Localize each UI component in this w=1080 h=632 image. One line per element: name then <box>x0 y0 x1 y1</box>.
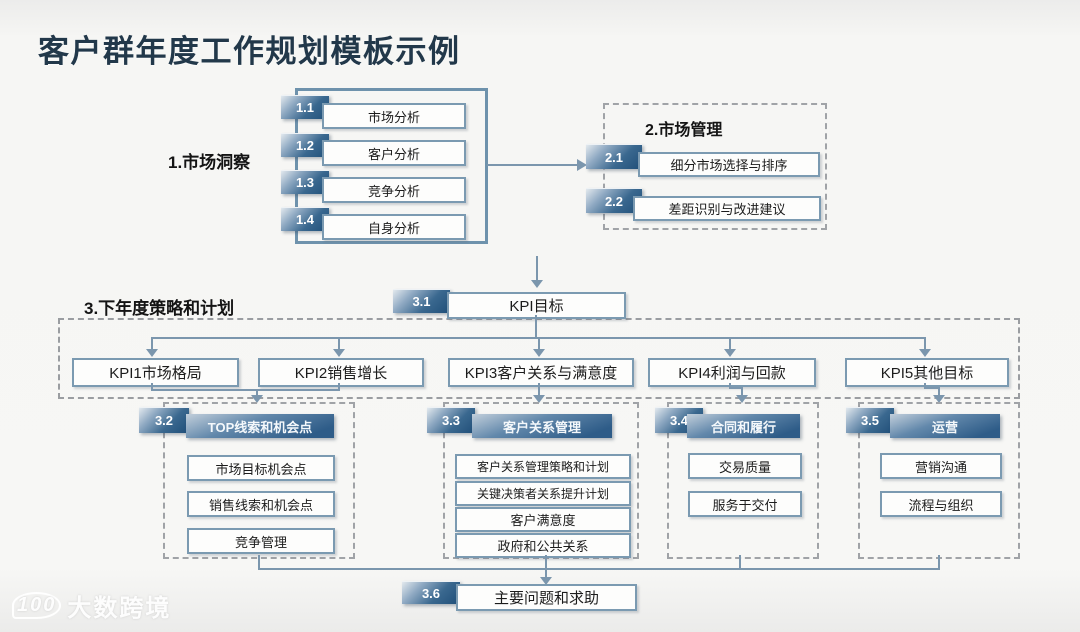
subsection-3-4-frame <box>667 402 819 559</box>
arrow-right-icon <box>577 159 587 171</box>
header-contract-fulfillment: 合同和履行 <box>687 414 800 438</box>
node-gap-identification: 差距识别与改进建议 <box>633 196 821 221</box>
connector <box>151 389 340 391</box>
connector <box>739 555 741 570</box>
node-customer-satisfaction: 客户满意度 <box>455 507 631 532</box>
connector <box>151 383 153 391</box>
node-transaction-quality: 交易质量 <box>688 453 802 479</box>
connector <box>258 555 260 570</box>
connector <box>258 568 940 570</box>
badge-1-2: 1.2 <box>281 133 329 157</box>
connector <box>545 568 547 578</box>
connector-kpi1-stub <box>151 339 153 350</box>
arrow-down-icon <box>533 349 545 357</box>
arrow-down-icon <box>736 395 748 403</box>
badge-3-1: 3.1 <box>393 289 450 313</box>
header-crm: 客户关系管理 <box>472 414 612 438</box>
connector-kpi-distribution <box>151 337 926 339</box>
arrow-down-icon <box>146 349 158 357</box>
connector <box>729 383 731 389</box>
connector <box>938 555 940 570</box>
badge-3-4: 3.4 <box>655 407 703 433</box>
watermark-100-icon: 100 <box>12 592 62 619</box>
node-self-analysis: 自身分析 <box>322 214 466 240</box>
connector-kpi3-stub <box>538 339 540 350</box>
node-process-organization: 流程与组织 <box>880 491 1002 517</box>
subsection-3-3-frame <box>443 402 639 559</box>
badge-1-4: 1.4 <box>281 207 329 231</box>
section2-label: 2.市场管理 <box>645 122 723 139</box>
connector-s1-s2 <box>487 164 579 166</box>
badge-2-2: 2.2 <box>586 188 642 213</box>
arrow-down-icon <box>533 395 545 403</box>
arrow-down-icon <box>540 577 552 585</box>
node-main-issues-help: 主要问题和求助 <box>456 584 637 611</box>
badge-3-2: 3.2 <box>139 407 189 433</box>
badge-2-1: 2.1 <box>586 144 642 169</box>
connector <box>924 383 926 389</box>
node-kpi5: KPI5其他目标 <box>845 358 1009 387</box>
connector <box>256 391 258 396</box>
connector <box>729 387 743 389</box>
badge-3-6: 3.6 <box>402 581 460 604</box>
arrow-down-icon <box>933 395 945 403</box>
node-crm-strategy-plan: 客户关系管理策略和计划 <box>455 454 631 479</box>
header-top-leads: TOP线索和机会点 <box>186 414 334 438</box>
connector-kpi5-stub <box>924 339 926 350</box>
connector-kpitarget-down <box>535 315 537 338</box>
node-market-analysis: 市场分析 <box>322 103 466 129</box>
connector-s2-s3 <box>536 256 538 282</box>
node-kpi2: KPI2销售增长 <box>258 358 424 387</box>
node-government-public-relations: 政府和公共关系 <box>455 533 631 558</box>
arrow-down-icon <box>333 349 345 357</box>
badge-3-5: 3.5 <box>846 407 894 433</box>
header-operations: 运营 <box>890 414 1000 438</box>
arrow-down-icon <box>724 349 736 357</box>
arrow-down-icon <box>919 349 931 357</box>
node-kpi3: KPI3客户关系与满意度 <box>448 358 634 387</box>
node-marketing-communication: 营销沟通 <box>880 453 1002 479</box>
section1-frame <box>295 88 488 244</box>
node-segment-selection: 细分市场选择与排序 <box>638 152 820 177</box>
node-customer-analysis: 客户分析 <box>322 140 466 166</box>
connector <box>545 555 547 570</box>
connector <box>338 383 340 391</box>
node-competition-analysis: 竞争分析 <box>322 177 466 203</box>
section1-label: 1.市场洞察 <box>168 153 251 172</box>
watermark-text: 大数跨境 <box>67 595 172 622</box>
watermark-logo: 100 大数跨境 <box>12 588 171 623</box>
node-kpi1: KPI1市场格局 <box>72 358 239 387</box>
connector-kpi4-stub <box>729 339 731 350</box>
node-sales-leads-opportunities: 销售线索和机会点 <box>187 491 335 517</box>
arrow-down-icon <box>531 280 543 288</box>
badge-3-3: 3.3 <box>427 407 475 433</box>
page-title: 客户群年度工作规划模板示例 <box>38 34 461 69</box>
connector <box>924 387 940 389</box>
arrow-down-icon <box>251 395 263 403</box>
connector-kpi2-stub <box>338 339 340 350</box>
connector <box>538 383 540 396</box>
node-service-delivery: 服务于交付 <box>688 491 802 517</box>
badge-1-1: 1.1 <box>281 95 329 119</box>
section3-label: 3.下年度策略和计划 <box>84 299 235 318</box>
badge-1-3: 1.3 <box>281 170 329 194</box>
node-kpi4: KPI4利润与回款 <box>648 358 816 387</box>
connector <box>741 387 743 396</box>
connector <box>938 387 940 396</box>
node-competition-management: 竞争管理 <box>187 528 335 554</box>
node-key-decision-maker-plan: 关键决策者关系提升计划 <box>455 481 631 506</box>
node-market-target-opportunities: 市场目标机会点 <box>187 455 335 481</box>
